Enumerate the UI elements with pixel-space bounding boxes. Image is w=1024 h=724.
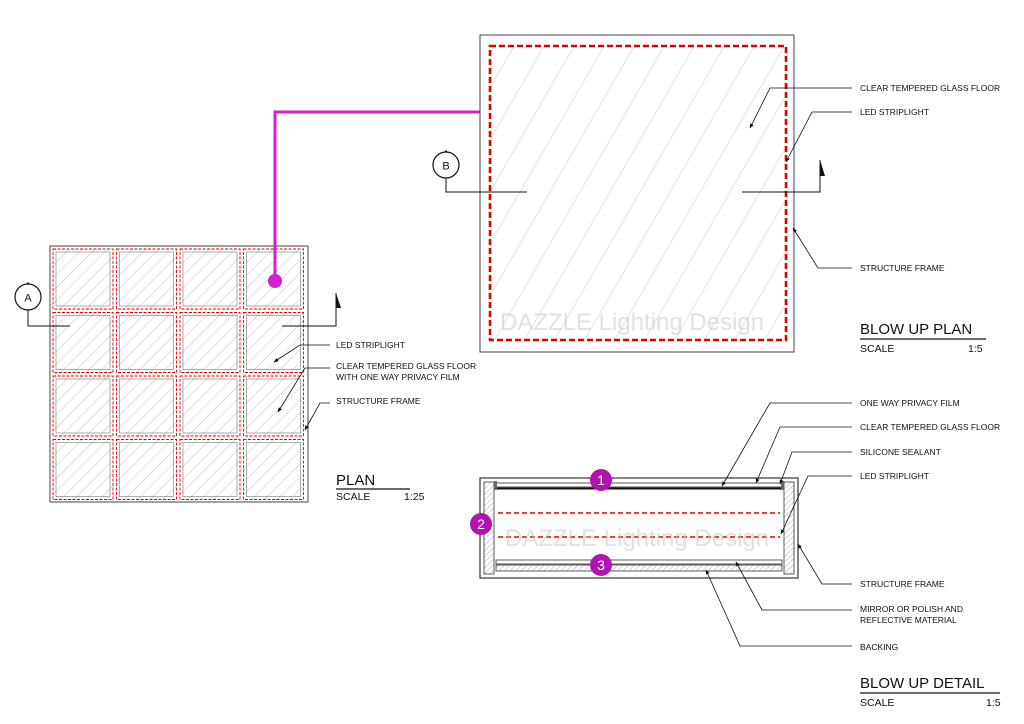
plan-tile-glass: [119, 378, 174, 434]
plan-tile-glass: [182, 315, 238, 370]
detail-label-mirror-2: REFLECTIVE MATERIAL: [860, 615, 957, 625]
plan-tile-glass: [55, 251, 111, 307]
plan-tile: [116, 375, 177, 437]
plan-tile: [179, 439, 241, 500]
plan-tile-glass: [55, 442, 111, 497]
svg-text:3: 3: [597, 557, 605, 573]
detail-sealant-right: [781, 481, 784, 490]
plan-tile: [52, 248, 114, 310]
leader-backing: [705, 569, 852, 647]
blowup-detail-scale-value: 1:5: [986, 697, 1001, 709]
blowup-plan-scale-label: SCALE: [860, 343, 894, 355]
plan-scale-label: SCALE: [336, 491, 370, 503]
plan-tile: [179, 375, 241, 437]
blowup-plan-scale-value: 1:5: [968, 343, 983, 355]
callout-connector: [273, 110, 486, 281]
leader-frame-plan: [304, 402, 330, 431]
detail-label-film: ONE WAY PRIVACY FILM: [860, 398, 960, 408]
plan-tile-glass: [182, 251, 238, 307]
detail-sealant-left: [494, 481, 497, 490]
plan-scale-value: 1:25: [404, 491, 425, 503]
blowup-detail-view: DAZZLE Lighting Design 1 2 3 ONE WAY PRI…: [470, 398, 1001, 709]
detail-glass: [495, 482, 783, 488]
plan-tile-glass: [55, 315, 111, 370]
leader-led-blowup: [785, 111, 852, 163]
blowup-plan-view: DAZZLE Lighting Design B CLEAR TEMPERED …: [432, 34, 1000, 355]
detail-label-frame: STRUCTURE FRAME: [860, 579, 945, 589]
plan-tile-glass: [246, 442, 301, 497]
section-marker-b: B: [432, 150, 527, 193]
plan-tile: [52, 312, 114, 373]
blowup-plan-title: BLOW UP PLAN: [860, 321, 972, 338]
plan-label-led: LED STRIPLIGHT: [336, 340, 405, 350]
section-marker-b-end: [742, 160, 825, 193]
svg-text:1: 1: [597, 472, 605, 488]
plan-label-glass-1: CLEAR TEMPERED GLASS FLOOR: [336, 361, 476, 371]
plan-tile: [52, 375, 114, 437]
blowup-led-striplight: [488, 44, 788, 342]
plan-tile-glass: [246, 315, 301, 370]
blowup-detail-scale-label: SCALE: [860, 697, 894, 709]
blowup-detail-watermark: DAZZLE Lighting Design: [505, 525, 769, 552]
plan-view: A LED STRIPLIGHT CLEAR TEMPERED GLASS FL…: [14, 110, 486, 503]
leader-mirror: [735, 561, 852, 611]
plan-label-glass-2: WITH ONE WAY PRIVACY FILM: [336, 372, 460, 382]
plan-tile: [179, 312, 241, 373]
detail-label-mirror-1: MIRROR OR POLISH AND: [860, 604, 963, 614]
blowup-glass-hatch: [490, 46, 786, 340]
plan-tile-glass: [55, 378, 111, 434]
plan-tile-glass: [119, 442, 174, 497]
blowup-label-glass: CLEAR TEMPERED GLASS FLOOR: [860, 83, 1000, 93]
leader-frame-blowup: [792, 227, 852, 269]
blowup-plan-watermark: DAZZLE Lighting Design: [500, 309, 764, 336]
plan-tile-glass: [182, 442, 238, 497]
section-marker-a-end: [282, 293, 341, 327]
blowup-detail-title: BLOW UP DETAIL: [860, 675, 984, 692]
leader-led-plan: [273, 344, 330, 363]
leader-frame-detail: [797, 543, 852, 585]
detail-backing: [495, 564, 783, 572]
plan-tile-glass: [246, 378, 301, 434]
detail-label-sealant: SILICONE SEALANT: [860, 447, 941, 457]
leader-sealant: [779, 451, 852, 485]
detail-right-post: [783, 481, 795, 575]
plan-tile-glass: [119, 315, 174, 370]
callout-dot: [268, 274, 282, 288]
plan-tile: [179, 248, 241, 310]
plan-tile: [116, 312, 177, 373]
detail-label-led: LED STRIPLIGHT: [860, 471, 929, 481]
section-marker-a: A: [14, 282, 70, 327]
svg-text:2: 2: [477, 516, 485, 532]
section-tag-b: B: [442, 161, 449, 173]
leader-glass-detail: [755, 426, 852, 484]
detail-label-glass: CLEAR TEMPERED GLASS FLOOR: [860, 422, 1000, 432]
plan-tile-glass: [119, 251, 174, 307]
blowup-label-led: LED STRIPLIGHT: [860, 107, 929, 117]
plan-tile: [243, 312, 304, 373]
plan-title: PLAN: [336, 472, 375, 489]
blowup-label-frame: STRUCTURE FRAME: [860, 263, 945, 273]
plan-label-frame: STRUCTURE FRAME: [336, 396, 421, 406]
leader-led-detail: [780, 475, 852, 535]
leader-glass-blowup: [749, 87, 852, 129]
section-tag-a: A: [24, 293, 32, 305]
leader-film: [721, 402, 852, 487]
detail-mirror: [495, 559, 783, 565]
marker-1: 1: [590, 469, 612, 491]
leader-glass-plan: [277, 367, 330, 413]
marker-3: 3: [590, 554, 612, 576]
plan-tile: [52, 439, 114, 500]
marker-2: 2: [470, 513, 492, 535]
detail-label-backing: BACKING: [860, 642, 898, 652]
plan-tile: [116, 439, 177, 500]
plan-tile-glass: [182, 378, 238, 434]
plan-tile: [116, 248, 177, 310]
plan-tile: [243, 439, 304, 500]
